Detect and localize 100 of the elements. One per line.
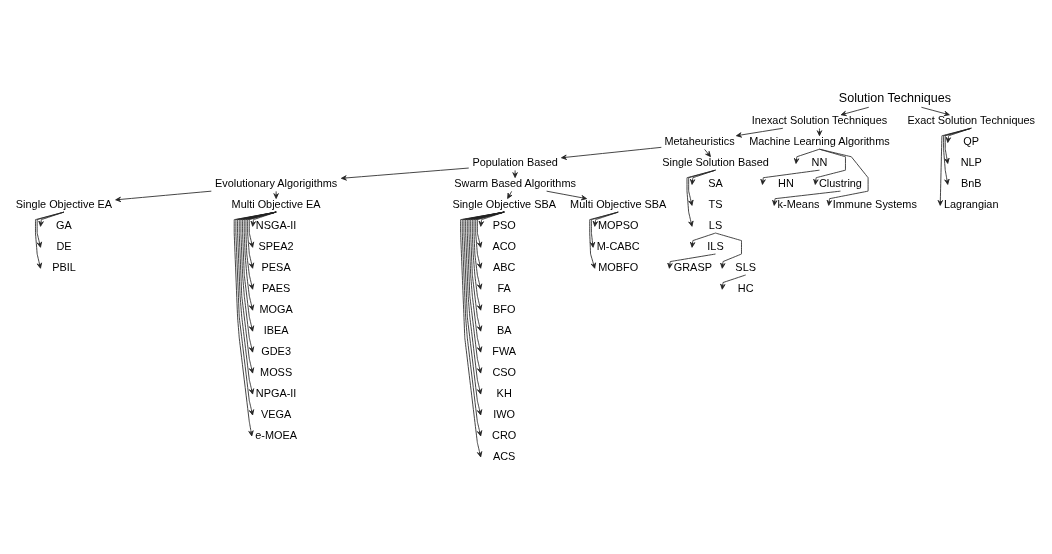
arrow [245,211,277,290]
arrow [589,211,619,269]
arrow [468,211,505,353]
node-text: ACO [492,239,516,252]
node-text: KH [496,386,512,399]
node-text: FA [497,281,511,294]
node-text: Solution Techniques [838,90,952,105]
node-text: PBIL [52,260,76,273]
arrow [115,190,212,202]
node-text: NLP [960,155,982,168]
node-text: HC [737,281,754,294]
node-text: Multi Objective EA [231,197,321,210]
node-text: Single Objective EA [15,197,113,210]
arrow [589,211,619,248]
arrow [690,169,716,185]
arrow [945,127,972,143]
arrow [667,253,716,269]
arrow [793,148,820,164]
node-text: NSGA-II [255,218,297,231]
node-text: DE [56,239,72,252]
node-text: MOBFO [598,260,639,273]
arrow [475,211,505,269]
node-text: TS [708,197,723,210]
node-text: ILS [707,239,724,252]
node-text: SPEA2 [258,239,294,252]
arrow [243,211,277,311]
node-text: MOSS [260,365,293,378]
node-text: MOPSO [597,218,639,231]
node-text: Multi Objective SBA [570,197,667,210]
node-text: e-MOEA [255,428,298,441]
node-text: LS [708,218,723,231]
arrow [840,106,870,116]
arrow [512,169,518,178]
node-text: Swarm Based Algorithms [454,176,576,189]
node-text: Machine Learning Algorithms [749,134,890,147]
node-text: BA [496,323,512,336]
arrow [704,148,711,157]
arrow [943,127,972,185]
node-text: GA [56,218,72,231]
node-text: SLS [735,260,756,273]
arrow [546,190,587,200]
arrow [273,190,279,199]
node-text: k-Means [777,197,820,210]
node-text: PESA [261,260,291,273]
arrow [813,148,846,185]
arrow [38,211,65,227]
arrow [690,232,716,248]
node-text: BnB [960,176,982,189]
arrow [937,127,972,206]
node-text: PSO [492,218,516,231]
arrow [470,211,505,332]
node-text: ACS [493,449,516,462]
node-text: ABC [493,260,516,273]
node-text: Population Based [472,155,558,168]
arrow [248,211,277,248]
arrow [35,211,65,269]
node-text: Metaheuristics [664,134,735,147]
node-text: Clustring [818,176,862,189]
node-text: Lagrangian [943,197,999,210]
arrow [921,106,950,116]
arrow [476,211,505,248]
arrow [715,232,742,269]
arrow [944,127,972,164]
node-text: Single Solution Based [662,155,769,168]
arrow [688,169,716,206]
node-text: GRASP [673,260,712,273]
node-text: VEGA [261,407,292,420]
node-text: M-CABC [596,239,640,252]
node-text: NN [811,155,828,168]
arrow [471,211,505,311]
node-text: NPGA-II [255,386,297,399]
arrow [473,211,505,290]
arrow [735,127,784,138]
arrow [507,190,513,199]
node-text: Inexact Solution Techniques [751,113,888,126]
arrow [720,274,747,290]
arrow [36,211,65,248]
node-text: IWO [493,407,516,420]
node-text: CRO [492,428,517,441]
arrow [819,148,869,206]
node-text: Exact Solution Techniques [907,113,1036,126]
arrow [247,211,277,269]
node-text: CSO [492,365,516,378]
node-text: PAES [262,281,291,294]
arrow [772,190,841,206]
arrow [760,169,820,185]
arrow [242,211,277,332]
node-text: QP [963,134,980,147]
node-text: IBEA [263,323,289,336]
arrow [240,211,277,353]
node-text: MOGA [259,302,293,315]
arrow [686,169,716,227]
arrow [340,167,470,181]
arrow [561,146,662,160]
node-text: GDE3 [261,344,291,357]
node-text: Evolutionary Algorigithms [214,176,338,189]
arrow [816,127,823,136]
node-text: FWA [492,344,517,357]
node-text: Immune Systems [832,197,917,210]
node-text: HN [778,176,794,189]
